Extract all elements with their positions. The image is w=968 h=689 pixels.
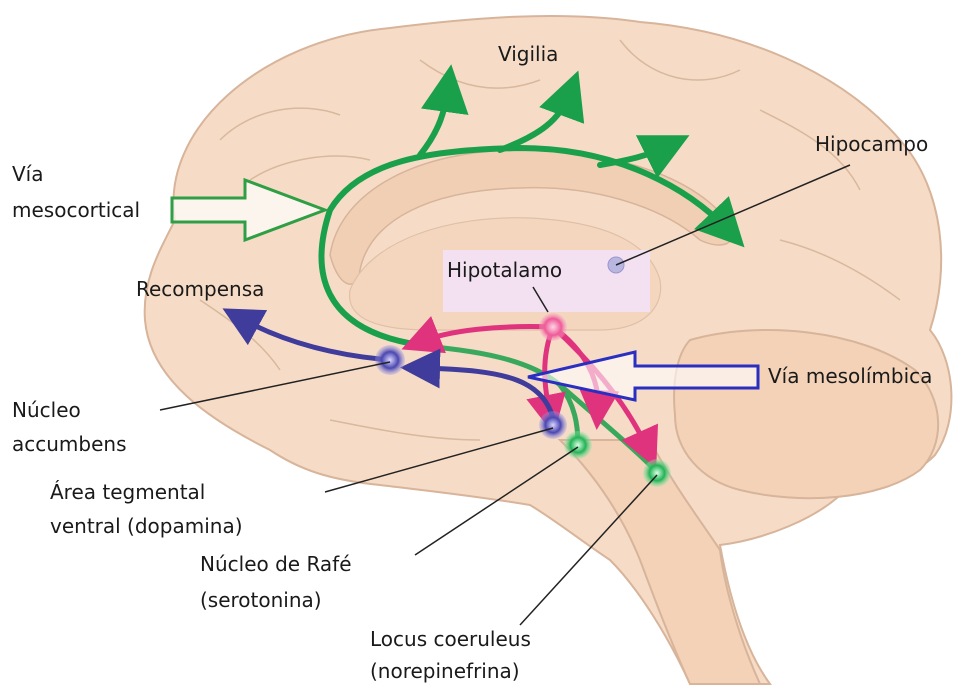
label-hipotalamo: Hipotalamo [447, 256, 562, 284]
label-via-mesolimbica: Vía mesolímbica [768, 362, 932, 390]
node-nucleo-accumbens [375, 345, 405, 375]
label-locus-coeruleus-line1: Locus coeruleus [370, 625, 531, 653]
label-area-tegmental-line2: ventral (dopamina) [50, 512, 243, 540]
label-nucleo-rafe-line2: (serotonina) [200, 586, 322, 614]
label-nucleo-accumbens-line2: accumbens [12, 430, 127, 458]
label-hipocampo: Hipocampo [815, 130, 928, 158]
node-nucleo-rafe [564, 431, 592, 459]
node-hipotalamo [539, 313, 567, 341]
node-area-tegmental [539, 411, 567, 439]
node-locus-coeruleus [643, 459, 671, 487]
label-recompensa: Recompensa [136, 275, 264, 303]
label-locus-coeruleus-line2: (norepinefrina) [370, 657, 520, 685]
label-via-mesocortical-line2: mesocortical [12, 196, 140, 224]
label-area-tegmental-line1: Área tegmental [50, 478, 205, 506]
label-vigilia: Vigilia [498, 40, 558, 68]
label-nucleo-accumbens-line1: Núcleo [12, 396, 81, 424]
label-nucleo-rafe-line1: Núcleo de Rafé [200, 550, 352, 578]
label-via-mesocortical-line1: Vía [12, 160, 44, 188]
